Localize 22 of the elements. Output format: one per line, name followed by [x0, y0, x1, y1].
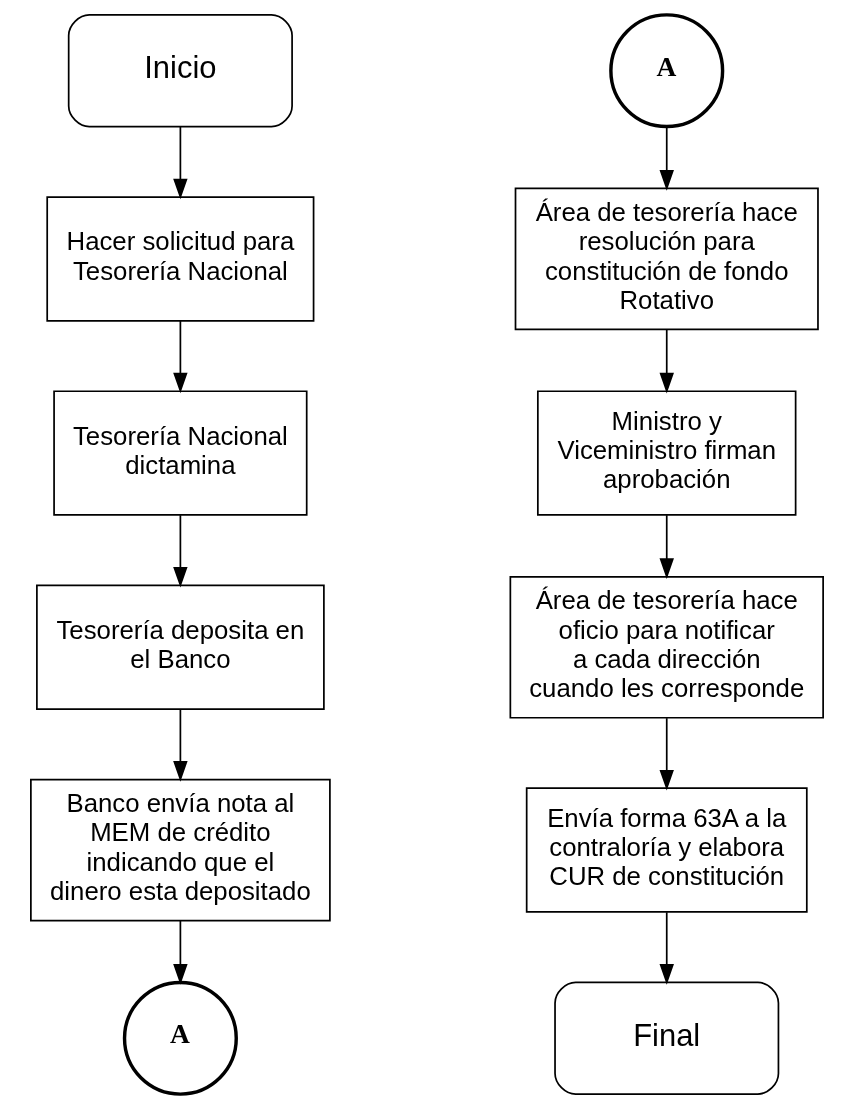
arrow	[659, 126, 674, 191]
arrow	[659, 911, 674, 985]
node-box: Área de tesorería hace oficio para notificar a cada dirección cuando les corresponde	[509, 576, 824, 719]
arrow	[659, 717, 674, 791]
arrow	[172, 320, 188, 394]
node-box: Envía forma 63A a la contraloría y elabora CUR de constitución	[525, 787, 808, 913]
node-box: Banco envía nota al MEM de crédito indicando que el dinero esta depositado	[29, 778, 331, 922]
node-circle: A	[122, 980, 238, 1096]
arrow	[172, 514, 188, 588]
arrow	[172, 126, 188, 200]
node-box: Tesorería Nacional dictamina	[52, 390, 308, 516]
node-box: Tesorería deposita en el Banco	[35, 584, 325, 711]
node-box: Ministro y Viceministro firman aprobación	[536, 390, 796, 516]
node-box: Final	[553, 981, 779, 1095]
node-box: Inicio	[67, 14, 293, 128]
node-box: Área de tesorería hace resolución para constitución de fondo Rotativo	[514, 187, 819, 331]
arrow	[659, 514, 674, 579]
arrow	[172, 708, 188, 782]
arrow	[659, 328, 674, 394]
node-circle: A	[608, 13, 724, 129]
node-box: Hacer solicitud para Tesorería Nacional	[45, 196, 314, 322]
arrow	[172, 919, 188, 985]
